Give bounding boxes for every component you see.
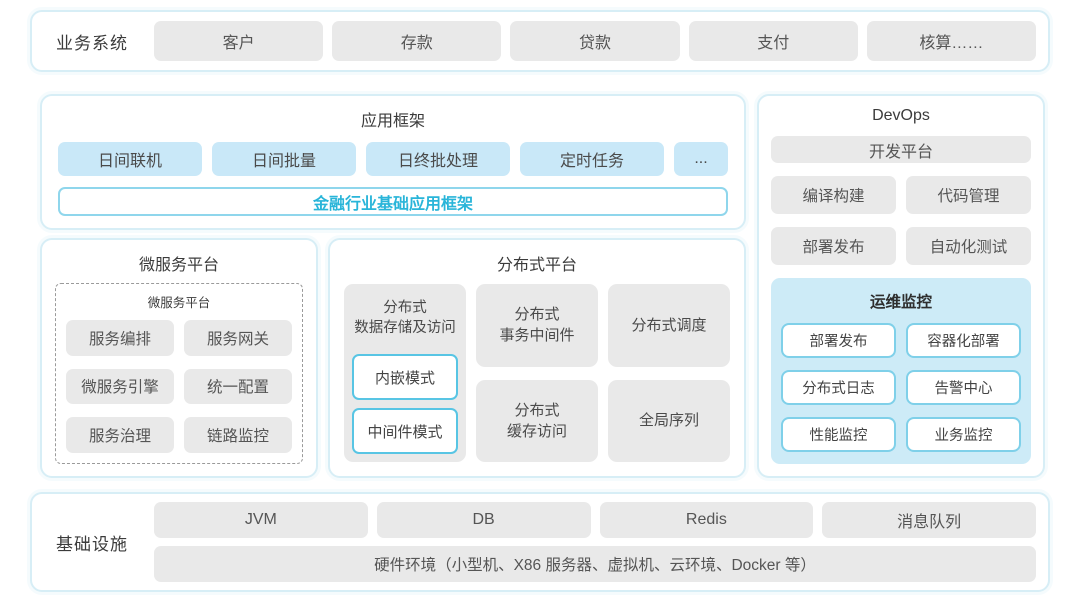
node-db: DB — [376, 502, 591, 538]
node-embedded-mode: 内嵌模式 — [352, 354, 458, 400]
node-distributed-transaction-middleware: 分布式 事务中间件 — [476, 284, 598, 367]
business-systems-row: 客户 存款 贷款 支付 核算…… — [154, 21, 1037, 61]
section-distributed-platform: 分布式平台 分布式 数据存储及访问 内嵌模式 中间件模式 分布式 事务中间件 分… — [328, 238, 746, 478]
node-distributed-cache-access: 分布式 缓存访问 — [476, 379, 598, 462]
infrastructure-rows: JVM DB Redis 消息队列 硬件环境（小型机、X86 服务器、虚拟机、云… — [154, 502, 1036, 582]
node-finance-base-framework: 金融行业基础应用框架 — [58, 187, 728, 216]
app-framework-chip-row: 日间联机 日间批量 日终批处理 定时任务 ... — [58, 142, 728, 176]
node-alert-center: 告警中心 — [906, 370, 1021, 405]
distributed-grid: 分布式 数据存储及访问 内嵌模式 中间件模式 分布式 事务中间件 分布式调度 分… — [344, 284, 730, 462]
distributed-data-storage-label: 分布式 数据存储及访问 — [354, 300, 456, 336]
node-distributed-log: 分布式日志 — [781, 370, 896, 405]
microservice-inner-title: 微服务平台 — [147, 296, 211, 310]
node-more-ellipsis: ... — [674, 142, 728, 176]
node-service-governance: 服务治理 — [66, 417, 174, 453]
node-deploy-release: 部署发布 — [771, 227, 896, 265]
node-ops-deploy-release: 部署发布 — [781, 323, 896, 358]
node-hardware-environment: 硬件环境（小型机、X86 服务器、虚拟机、云环境、Docker 等） — [154, 546, 1036, 582]
node-code-management: 代码管理 — [906, 176, 1031, 214]
devops-title: DevOps — [872, 107, 930, 124]
node-message-queue: 消息队列 — [822, 502, 1036, 538]
node-customer: 客户 — [154, 21, 324, 61]
node-unified-config: 统一配置 — [184, 368, 292, 405]
node-middleware-mode: 中间件模式 — [352, 408, 458, 454]
infrastructure-chip-row: JVM DB Redis 消息队列 — [154, 502, 1036, 538]
node-microservice-engine: 微服务引擎 — [66, 368, 174, 405]
section-app-framework: 应用框架 日间联机 日间批量 日终批处理 定时任务 ... 金融行业基础应用框架 — [40, 94, 746, 230]
node-dev-platform: 开发平台 — [771, 136, 1031, 163]
section-business-systems: 业务系统 客户 存款 贷款 支付 核算…… — [30, 10, 1050, 72]
node-daytime-online: 日间联机 — [58, 142, 202, 176]
node-service-orchestration: 服务编排 — [66, 320, 174, 356]
section-devops: DevOps 开发平台 编译构建 代码管理 部署发布 自动化测试 运维监控 部署… — [757, 94, 1045, 478]
distributed-platform-title: 分布式平台 — [496, 257, 577, 274]
node-compile-build: 编译构建 — [771, 176, 896, 214]
ops-monitoring-panel: 运维监控 部署发布 容器化部署 分布式日志 告警中心 性能监控 业务监控 — [771, 278, 1031, 464]
node-payment: 支付 — [688, 21, 858, 61]
node-jvm: JVM — [154, 502, 368, 538]
microservice-grid: 服务编排 服务网关 微服务引擎 统一配置 服务治理 链路监控 — [66, 320, 292, 453]
node-trace-monitoring: 链路监控 — [184, 417, 292, 453]
section-microservice-platform: 微服务平台 微服务平台 服务编排 服务网关 微服务引擎 统一配置 服务治理 链路… — [40, 238, 318, 478]
section-infrastructure: 基础设施 JVM DB Redis 消息队列 硬件环境（小型机、X86 服务器、… — [30, 492, 1050, 592]
ops-monitoring-title: 运维监控 — [869, 294, 932, 311]
node-service-gateway: 服务网关 — [184, 320, 292, 356]
node-eod-batch: 日终批处理 — [366, 142, 510, 176]
node-global-sequence: 全局序列 — [608, 379, 730, 462]
node-daytime-batch: 日间批量 — [212, 142, 356, 176]
node-accounting-etc: 核算…… — [866, 21, 1037, 61]
app-framework-title: 应用框架 — [360, 113, 425, 130]
node-redis: Redis — [599, 502, 814, 538]
microservice-inner-box: 微服务平台 服务编排 服务网关 微服务引擎 统一配置 服务治理 链路监控 — [55, 283, 303, 464]
node-performance-monitoring: 性能监控 — [781, 417, 896, 452]
node-business-monitoring: 业务监控 — [906, 417, 1021, 452]
node-automated-testing: 自动化测试 — [906, 227, 1031, 265]
node-distributed-data-storage: 分布式 数据存储及访问 内嵌模式 中间件模式 — [344, 284, 466, 462]
microservice-platform-title: 微服务平台 — [138, 257, 219, 274]
devops-tools-grid: 编译构建 代码管理 部署发布 自动化测试 — [771, 176, 1031, 265]
node-distributed-scheduling: 分布式调度 — [608, 284, 730, 367]
node-scheduled-task: 定时任务 — [520, 142, 664, 176]
node-deposit: 存款 — [332, 21, 502, 61]
node-container-deploy: 容器化部署 — [906, 323, 1021, 358]
node-loan: 贷款 — [510, 21, 680, 61]
business-systems-label: 业务系统 — [56, 33, 128, 53]
ops-monitoring-grid: 部署发布 容器化部署 分布式日志 告警中心 性能监控 业务监控 — [781, 323, 1021, 452]
infrastructure-label: 基础设施 — [56, 534, 128, 554]
